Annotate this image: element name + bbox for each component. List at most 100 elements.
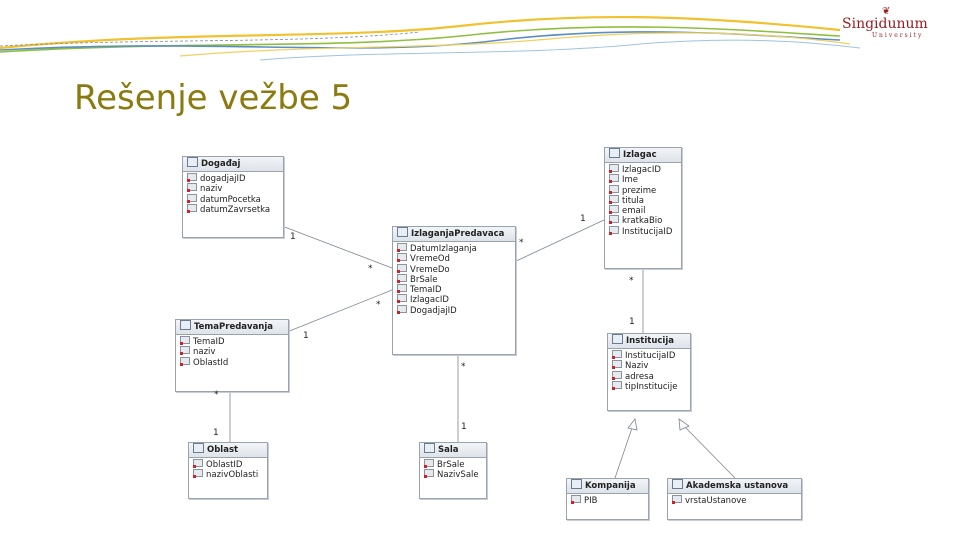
- class-kompanija: Kompanija PIB: [566, 478, 649, 520]
- attribute-icon: [397, 263, 407, 273]
- logo-brand: Singidunum: [842, 16, 928, 32]
- attribute-row: email: [609, 205, 679, 215]
- attribute-row: PIB: [571, 495, 646, 505]
- attribute-icon: [397, 253, 407, 263]
- class-title: IzlaganjaPredavaca: [411, 229, 505, 239]
- class-icon: [571, 479, 582, 489]
- attribute-icon: [180, 356, 190, 366]
- attribute-row: IzlagacID: [609, 164, 679, 174]
- attribute-icon: [609, 164, 619, 173]
- attribute-row: adresa: [612, 370, 688, 381]
- attribute-row: prezime: [609, 184, 679, 195]
- assoc-tema-izlaganja: [286, 289, 393, 333]
- class-title: Kompanija: [585, 481, 636, 491]
- attribute-row: datumPocetka: [187, 193, 281, 204]
- attribute-row: VremeOd: [397, 253, 513, 264]
- class-akademska-ustanova: Akademska ustanova vrstaUstanove: [667, 478, 802, 520]
- attribute-row: tipInstitucije: [612, 380, 688, 391]
- attribute-row: dogadjajID: [187, 173, 281, 183]
- multiplicity-izlaganja-many-izlagac: *: [519, 238, 524, 248]
- attribute-row: VremeDo: [397, 263, 513, 274]
- class-title: Akademska ustanova: [686, 481, 789, 491]
- attribute-icon: [397, 273, 407, 283]
- attribute-row: BrSale: [397, 273, 513, 284]
- multiplicity-sala-one: 1: [461, 422, 467, 432]
- class-title: Sala: [438, 445, 459, 455]
- class-title: Institucija: [626, 336, 674, 346]
- class-icon: [180, 320, 191, 330]
- assoc-dogadjaj-izlaganja: [281, 225, 393, 269]
- attribute-row: InstitucijaID: [612, 350, 688, 360]
- attribute-icon: [609, 174, 619, 184]
- class-izlaganja-predavaca: IzlaganjaPredavaca DatumIzlaganja VremeO…: [392, 226, 516, 355]
- attribute-row: TemaID: [397, 284, 513, 294]
- attribute-row: DatumIzlaganja: [397, 243, 513, 253]
- attribute-row: DogadjajID: [397, 304, 513, 315]
- multiplicity-dogadjaj-one: 1: [290, 232, 296, 242]
- gen-kompanija-institucija: [614, 424, 634, 479]
- wave-lightblue: [259, 39, 861, 61]
- attribute-icon: [672, 495, 682, 504]
- attribute-icon: [609, 225, 619, 235]
- attribute-icon: [609, 205, 619, 215]
- attribute-icon: [187, 203, 197, 213]
- singidunum-logo: ❦ Singidunum University: [842, 6, 938, 40]
- multiplicity-izlaganja-many-tema: *: [376, 300, 381, 310]
- attribute-icon: [193, 469, 203, 479]
- assoc-izlagac-izlaganja: [513, 219, 605, 263]
- multiplicity-tema-many-oblast: *: [214, 390, 219, 400]
- attribute-row: naziv: [180, 346, 286, 357]
- gen-arrow-akademska: [678, 418, 690, 431]
- class-oblast: Oblast OblastID nazivOblasti: [188, 442, 268, 499]
- class-institucija: Institucija InstitucijaID Naziv adresa t…: [607, 333, 691, 411]
- wave-gold-2: [179, 32, 851, 57]
- multiplicity-izlaganja-many-dogadjaj: *: [368, 264, 373, 274]
- multiplicity-tema-one: 1: [303, 331, 309, 341]
- attribute-row: BrSale: [424, 459, 484, 469]
- attribute-icon: [612, 350, 622, 359]
- class-icon: [424, 443, 435, 453]
- multiplicity-izlaganja-many-sala: *: [461, 362, 466, 372]
- attribute-row: OblastId: [180, 356, 286, 367]
- gen-akademska-institucija: [682, 424, 736, 479]
- gen-arrow-kompanija: [627, 418, 638, 431]
- wave-dark: [0, 31, 421, 47]
- multiplicity-oblast-one: 1: [213, 428, 219, 438]
- class-icon: [193, 443, 204, 453]
- attribute-row: datumZavrsetka: [187, 203, 281, 214]
- class-sala: Sala BrSale NazivSale: [419, 442, 487, 499]
- class-icon: [672, 479, 683, 489]
- class-title: Događaj: [201, 159, 241, 169]
- attribute-row: InstitucijaID: [609, 225, 679, 236]
- class-icon: [187, 157, 198, 167]
- multiplicity-izlagac-many-institucija: *: [629, 276, 634, 286]
- attribute-icon: [571, 495, 581, 504]
- attribute-icon: [187, 173, 197, 182]
- multiplicity-izlagac-one: 1: [580, 214, 586, 224]
- attribute-icon: [397, 284, 407, 294]
- attribute-row: naziv: [187, 183, 281, 194]
- attribute-icon: [187, 193, 197, 203]
- class-icon: [397, 227, 408, 237]
- class-icon: [612, 334, 623, 344]
- logo-subtitle: University: [872, 32, 924, 39]
- class-icon: [609, 148, 620, 158]
- class-izlagac: Izlagac IzlagacID Ime prezime titula ema…: [604, 147, 682, 269]
- attribute-icon: [612, 360, 622, 370]
- attribute-row: IzlagacID: [397, 294, 513, 305]
- class-title: Izlagac: [623, 150, 657, 160]
- attribute-icon: [187, 183, 197, 193]
- attribute-row: TemaID: [180, 336, 286, 346]
- class-title: TemaPredavanja: [194, 322, 274, 332]
- attribute-icon: [609, 215, 619, 225]
- attribute-row: titula: [609, 194, 679, 205]
- attribute-icon: [612, 380, 622, 390]
- attribute-icon: [180, 346, 190, 356]
- attribute-icon: [609, 194, 619, 204]
- header-waves: [0, 15, 861, 61]
- attribute-row: kratkaBio: [609, 215, 679, 226]
- attribute-icon: [397, 294, 407, 304]
- attribute-icon: [397, 243, 407, 252]
- attribute-icon: [397, 304, 407, 314]
